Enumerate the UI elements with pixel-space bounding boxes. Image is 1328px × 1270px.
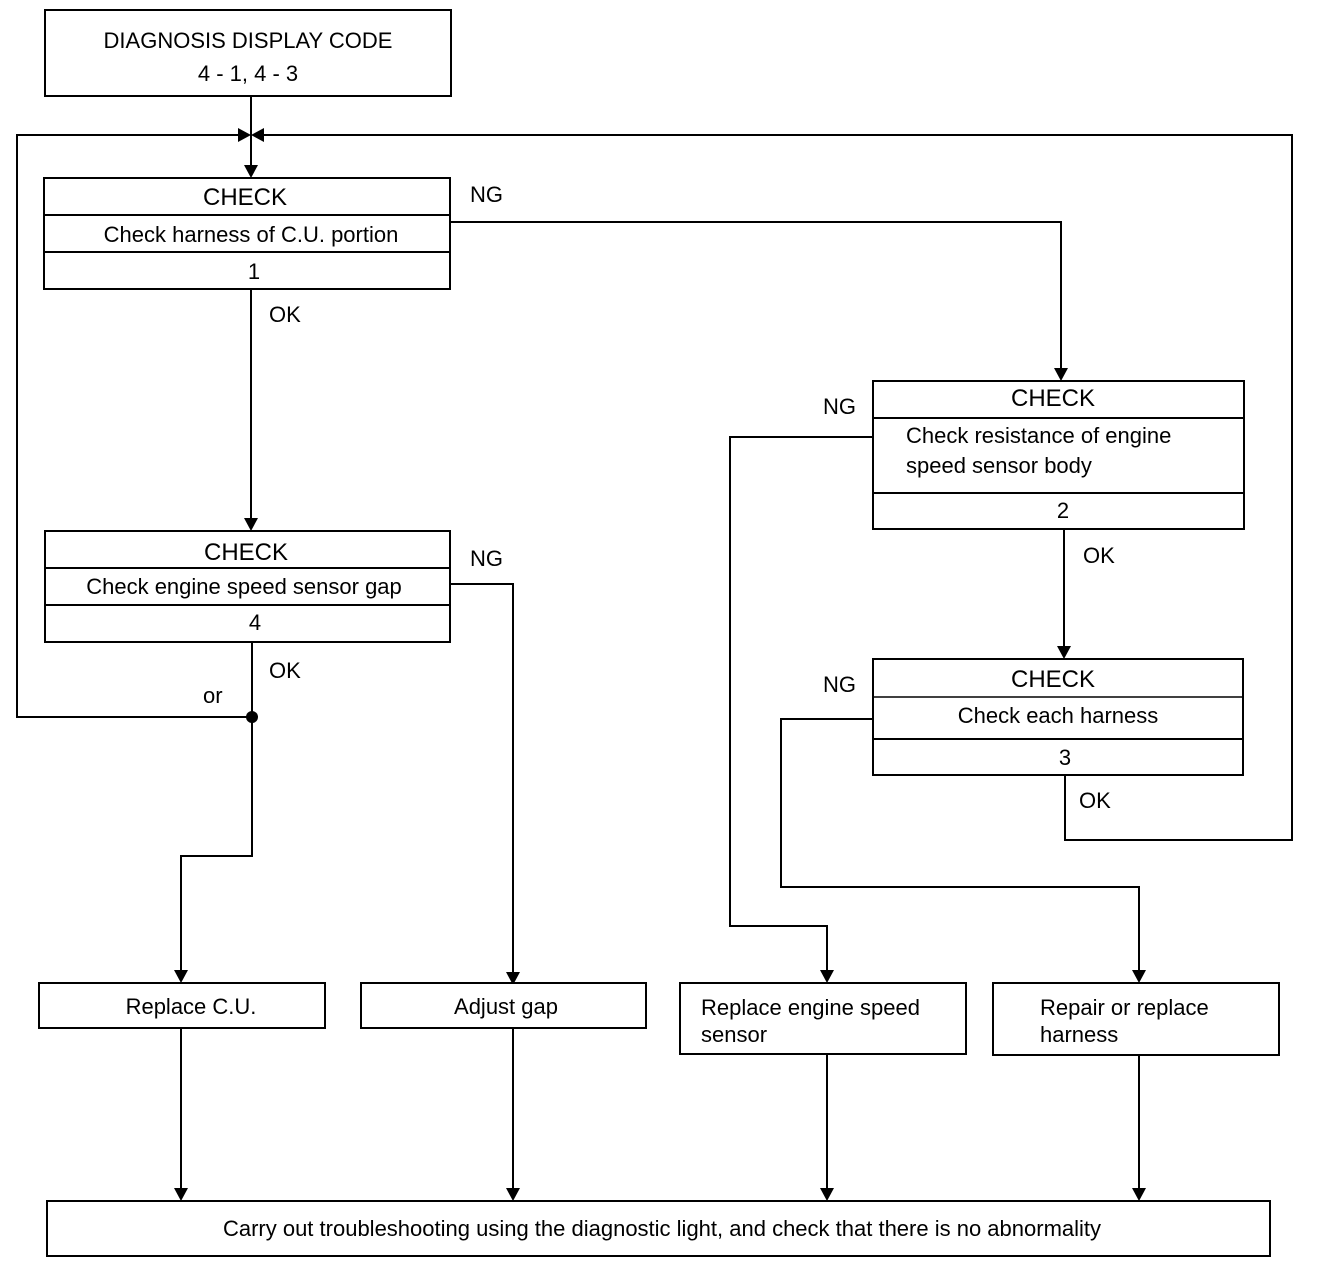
adjust-gap-box: Adjust gap: [360, 982, 647, 1029]
check-2-ng-label: NG: [823, 394, 856, 419]
check-1-description: Check harness of C.U. portion: [104, 222, 399, 247]
junction-dot: [246, 711, 258, 723]
check-2-header: CHECK: [1011, 385, 1095, 412]
check-4-number: 4: [249, 610, 261, 635]
arrowhead-loop-left: [238, 128, 251, 142]
arrowhead-to-replace-cu: [174, 970, 188, 983]
arrowhead-final-1: [174, 1188, 188, 1201]
arrowhead-loop-right: [251, 128, 264, 142]
check-1-ng-label: NG: [470, 182, 503, 207]
connector-check4-ok: [180, 642, 253, 970]
adjust-gap-label: Adjust gap: [454, 994, 558, 1019]
check-1-header: CHECK: [203, 184, 287, 211]
arrowhead-to-repair-harness: [1132, 970, 1146, 983]
check-4-description: Check engine speed sensor gap: [86, 574, 402, 599]
check-3-box: CHECK Check each harness 3: [872, 658, 1244, 776]
repair-harness-label-line1: Repair or replace: [1040, 995, 1209, 1020]
replace-sensor-box: Replace engine speed sensor: [679, 982, 967, 1055]
check-2-number: 2: [1057, 498, 1069, 523]
check-1-ok-label: OK: [269, 302, 301, 327]
check-4-box: CHECK Check engine speed sensor gap 4: [44, 530, 451, 643]
check-1-box: CHECK Check harness of C.U. portion 1: [43, 177, 451, 290]
arrowhead-final-3: [820, 1188, 834, 1201]
arrowhead-final-2: [506, 1188, 520, 1201]
arrowhead-to-check4: [244, 518, 258, 531]
connector-check4-ng: [450, 583, 514, 972]
check-2-box: CHECK Check resistance of engine speed s…: [872, 380, 1245, 530]
arrowhead-to-replace-sensor: [820, 970, 834, 983]
check-2-description-line2: speed sensor body: [906, 453, 1092, 478]
arrowhead-to-check3: [1057, 646, 1071, 659]
check-3-ng-label: NG: [823, 672, 856, 697]
connector-loop-right: [264, 134, 1293, 841]
check-3-ok-label: OK: [1079, 788, 1111, 813]
check-3-number: 3: [1059, 745, 1071, 770]
replace-cu-box: Replace C.U.: [38, 982, 326, 1029]
final-check-label: Carry out troubleshooting using the diag…: [223, 1216, 1101, 1241]
diagnosis-code-title: DIAGNOSIS DISPLAY CODE: [104, 28, 393, 53]
check-2-ok-label: OK: [1083, 543, 1115, 568]
final-check-box: Carry out troubleshooting using the diag…: [46, 1200, 1271, 1257]
connector-check1-ng: [450, 221, 1062, 368]
diagnosis-code-values: 4 - 1, 4 - 3: [198, 61, 298, 86]
diagnosis-code-box: DIAGNOSIS DISPLAY CODE 4 - 1, 4 - 3: [44, 9, 452, 97]
connector-check3-ng: [780, 718, 1140, 970]
connector-check2-ng: [729, 436, 873, 970]
replace-cu-label: Replace C.U.: [126, 994, 257, 1019]
replace-sensor-label-line2: sensor: [701, 1022, 767, 1047]
check-3-description: Check each harness: [958, 703, 1159, 728]
check-3-header: CHECK: [1011, 666, 1095, 693]
repair-harness-box: Repair or replace harness: [992, 982, 1280, 1056]
or-label: or: [203, 683, 223, 708]
arrowhead-final-4: [1132, 1188, 1146, 1201]
connector-loop-left: [16, 134, 252, 718]
arrowhead-to-check1: [244, 165, 258, 178]
check-4-ok-label: OK: [269, 658, 301, 683]
arrowhead-to-check2: [1054, 368, 1068, 381]
check-2-description-line1: Check resistance of engine: [906, 423, 1171, 448]
check-1-number: 1: [248, 259, 260, 284]
arrowhead-to-adjust-gap: [506, 972, 520, 985]
replace-sensor-label-line1: Replace engine speed: [701, 995, 920, 1020]
check-4-ng-label: NG: [470, 546, 503, 571]
check-4-header: CHECK: [204, 539, 288, 566]
repair-harness-label-line2: harness: [1040, 1022, 1118, 1047]
